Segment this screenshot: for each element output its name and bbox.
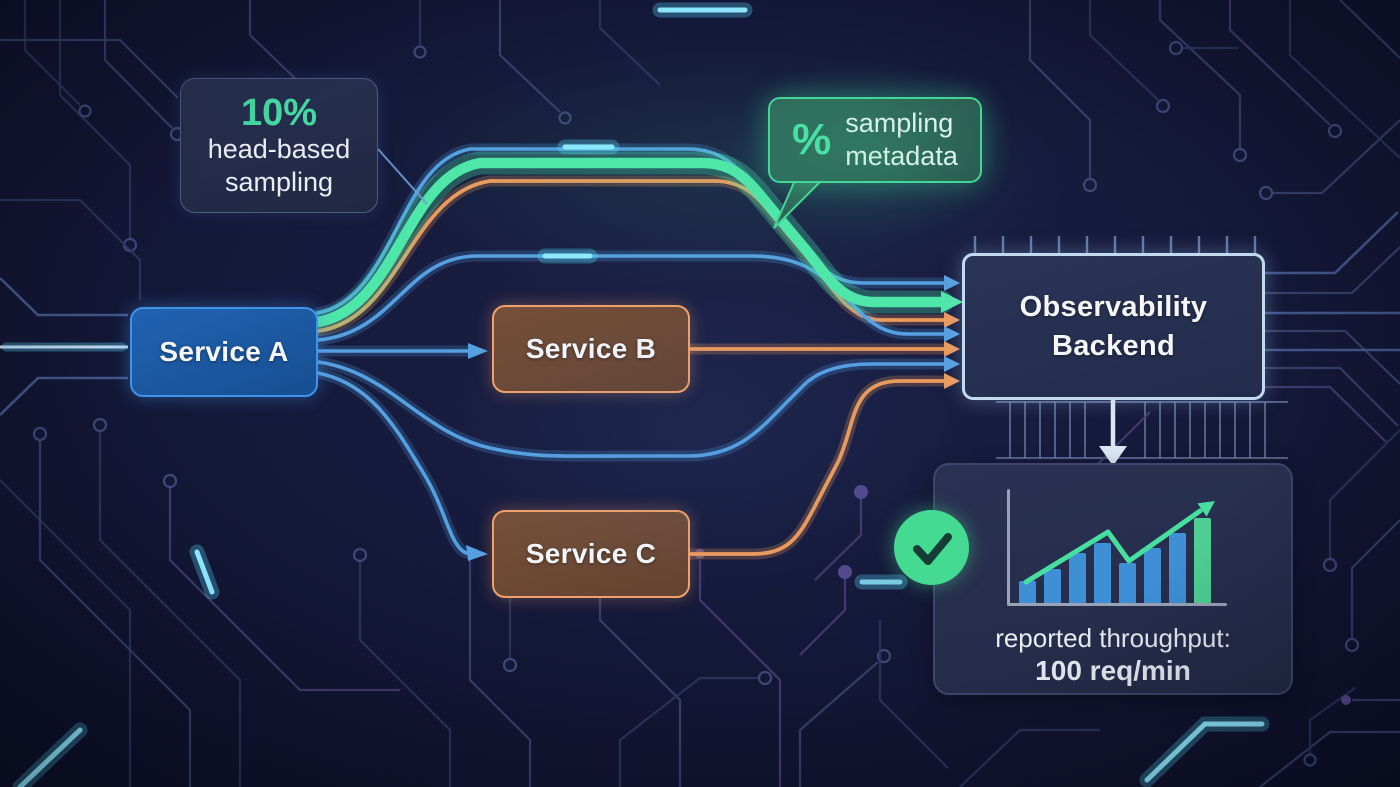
node-service-b: Service B xyxy=(492,305,690,393)
arrowheads-into-backend xyxy=(941,275,963,389)
report-value: 100 req/min xyxy=(1035,655,1191,686)
trend-line xyxy=(1023,508,1203,585)
backend-right-pins xyxy=(1265,211,1400,443)
sampling-note-line1: head-based xyxy=(207,133,351,164)
backend-to-report-arrow xyxy=(1099,400,1127,466)
backend-bottom-bus xyxy=(996,401,1288,459)
throughput-report-card: reported throughput: 100 req/min xyxy=(933,463,1293,695)
edge-service-a-service-b xyxy=(318,343,488,359)
edge-service-a-service-c xyxy=(318,373,488,561)
trend-line-overlay xyxy=(1023,501,1215,585)
service-b-label: Service B xyxy=(525,333,657,364)
bar xyxy=(1144,548,1161,603)
trend-arrow-icon xyxy=(1197,501,1215,517)
sampling-note-line2: sampling xyxy=(224,166,334,197)
arrowhead-into-service-c xyxy=(466,545,488,561)
mini-bar-chart-bars xyxy=(1019,489,1219,603)
node-service-c: Service C xyxy=(492,510,690,598)
report-caption: reported throughput: xyxy=(995,623,1231,653)
arrowhead-into-service-b xyxy=(468,343,488,359)
bar xyxy=(1119,563,1136,603)
service-a-label: Service A xyxy=(159,336,289,367)
service-c-label: Service C xyxy=(525,538,657,569)
sampling-metadata-badge: % sampling metadata xyxy=(768,97,982,183)
chart-axis-y xyxy=(1007,489,1010,605)
backend-label-line1: Observability xyxy=(1019,290,1208,323)
metadata-line2: metadata xyxy=(845,141,958,171)
node-observability-backend: Observability Backend xyxy=(962,253,1265,400)
chart-axis-x xyxy=(1007,603,1227,606)
backend-top-pins xyxy=(973,236,1257,253)
percent-icon: % xyxy=(792,115,832,164)
head-sampling-pointer-line xyxy=(377,148,428,205)
bar xyxy=(1019,581,1036,603)
bar xyxy=(1169,533,1186,603)
backend-label-line2: Backend xyxy=(1052,329,1175,362)
node-service-a: Service A xyxy=(130,307,318,397)
bar xyxy=(1194,518,1211,603)
bar xyxy=(1069,553,1086,603)
sampling-rate-value: 10% xyxy=(240,91,318,134)
success-check-badge xyxy=(894,510,969,585)
metadata-line1: sampling xyxy=(845,108,954,138)
checkmark-icon xyxy=(912,532,952,565)
bar xyxy=(1044,569,1061,603)
head-sampling-note: 10% head-based sampling xyxy=(180,78,378,213)
bar xyxy=(1094,543,1111,603)
